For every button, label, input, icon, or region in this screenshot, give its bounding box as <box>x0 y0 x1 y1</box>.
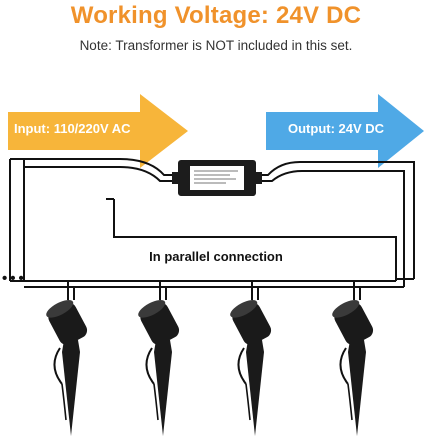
transformer-icon <box>172 160 262 196</box>
transformer-note: Note: Transformer is NOT included in thi… <box>79 38 353 53</box>
input-arrow <box>8 94 188 168</box>
connection-caption: In parallel connection <box>149 249 283 264</box>
power-wires <box>9 158 415 288</box>
spike-spotlight-icon <box>138 281 180 436</box>
spike-spotlight-icon <box>332 281 374 436</box>
diagram-title: Working Voltage: 24V DC <box>70 2 362 29</box>
continuation-dots: ••• <box>2 270 27 287</box>
input-label: Input: 110/220V AC <box>14 121 131 136</box>
output-label: Output: 24V DC <box>288 121 385 136</box>
spike-spotlight-icon <box>46 281 88 436</box>
output-arrow <box>266 94 424 168</box>
lamp-row <box>46 281 374 436</box>
spike-spotlight-icon <box>230 281 272 436</box>
